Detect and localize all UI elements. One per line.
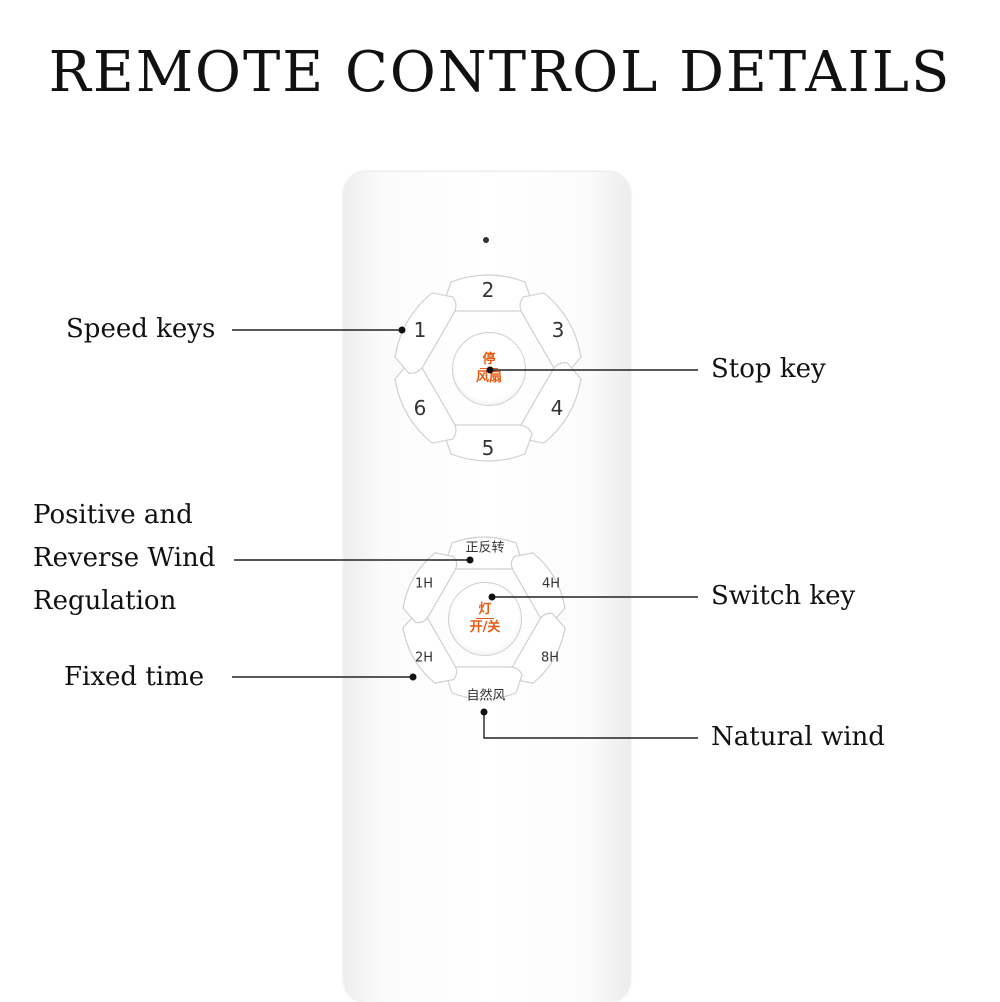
reverse-key[interactable]: 正反转 [465,540,505,556]
label-regulation: Regulation [33,586,177,616]
switch-key-line2: 开/关 [469,620,501,635]
stop-key-line2: 风扇 [475,370,502,385]
timer-1h-key[interactable]: 1H [414,576,434,592]
timer-8h-key[interactable]: 8H [540,650,560,666]
timer-4h-key[interactable]: 4H [541,576,561,592]
label-speed-keys: Speed keys [66,314,216,344]
label-natural-wind: Natural wind [711,722,885,752]
label-stop-key: Stop key [711,354,826,384]
indicator-led [483,237,489,243]
label-fixed-time: Fixed time [64,662,205,692]
timer-1h-key-shape [402,552,458,624]
label-switch-key: Switch key [711,581,856,611]
speed-key-4[interactable]: 4 [550,396,564,420]
speed-key-1[interactable]: 1 [413,318,427,342]
page-title: REMOTE CONTROL DETAILS [48,40,952,105]
timer-2h-key[interactable]: 2H [414,650,434,666]
speed-key-2[interactable]: 2 [481,278,495,302]
speed-key-6[interactable]: 6 [413,396,427,420]
label-positive-and: Positive and [33,500,193,530]
stop-key[interactable]: 停 风扇 [452,332,526,406]
stop-key-line1: 停 [480,352,498,369]
switch-key-line1: 灯 [476,602,494,619]
speed-key-5[interactable]: 5 [481,436,495,460]
speed-key-1-shape [394,292,457,374]
label-reverse-wind: Reverse Wind [33,543,216,573]
speed-key-3[interactable]: 3 [551,318,565,342]
natural-wind-key[interactable]: 自然风 [466,688,506,704]
switch-key[interactable]: 灯 开/关 [448,582,522,656]
